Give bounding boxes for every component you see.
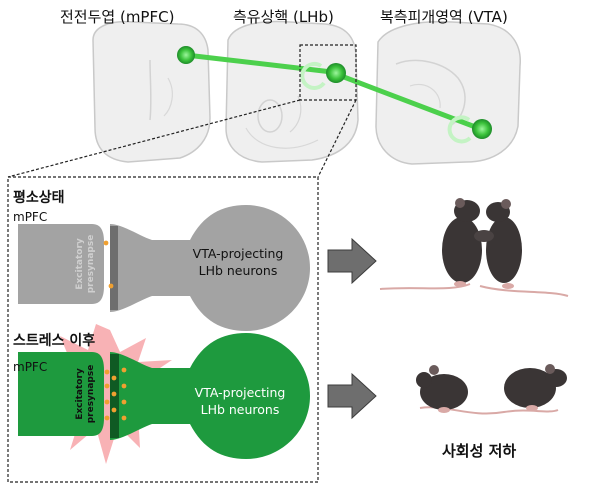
mpfc-focus xyxy=(177,46,195,64)
normal-input-label: mPFC xyxy=(13,210,48,224)
zoom-callout xyxy=(7,44,357,483)
brain-section-vta xyxy=(375,20,521,165)
stress-synapse-label: Excitatorypresynapse xyxy=(75,365,96,424)
stress-input-label: mPFC xyxy=(13,360,48,374)
vesicle xyxy=(104,399,110,405)
mice-apart xyxy=(416,364,567,415)
stress-neuron xyxy=(18,333,310,459)
normal-state-title: 평소상태 xyxy=(13,190,65,206)
vesicle xyxy=(121,383,127,389)
stress-arrow xyxy=(327,372,377,420)
vesicle xyxy=(111,407,117,413)
outcome-label: 사회성 저하 xyxy=(442,442,517,460)
vesicle xyxy=(104,415,110,421)
mpfc-lhb-vta-pathway xyxy=(177,46,492,144)
vesicle xyxy=(104,383,110,389)
normal-synapse-label: Excitatorypresynapse xyxy=(75,235,96,294)
region-label-mpfc: 전전두엽 (mPFC) xyxy=(60,8,175,26)
normal-arrow xyxy=(327,237,377,285)
region-label-lhb: 측유상핵 (LHb) xyxy=(233,8,334,26)
brain-section-lhb xyxy=(225,20,359,163)
vesicle xyxy=(108,283,114,289)
vesicle xyxy=(121,415,127,421)
brain-section-mpfc xyxy=(92,20,211,163)
normal-neuron xyxy=(18,205,310,331)
lhb-focus xyxy=(326,63,346,83)
vesicle xyxy=(104,369,110,375)
vesicle xyxy=(121,367,127,373)
stress-state-title: 스트레스 이후 xyxy=(13,333,96,349)
mice-interacting xyxy=(379,198,569,297)
vesicle xyxy=(111,391,117,397)
region-label-vta: 복측피개영역 (VTA) xyxy=(380,8,508,26)
vesicle xyxy=(111,375,117,381)
vesicle xyxy=(103,240,109,246)
vta-focus xyxy=(472,119,492,139)
vesicle xyxy=(121,399,127,405)
